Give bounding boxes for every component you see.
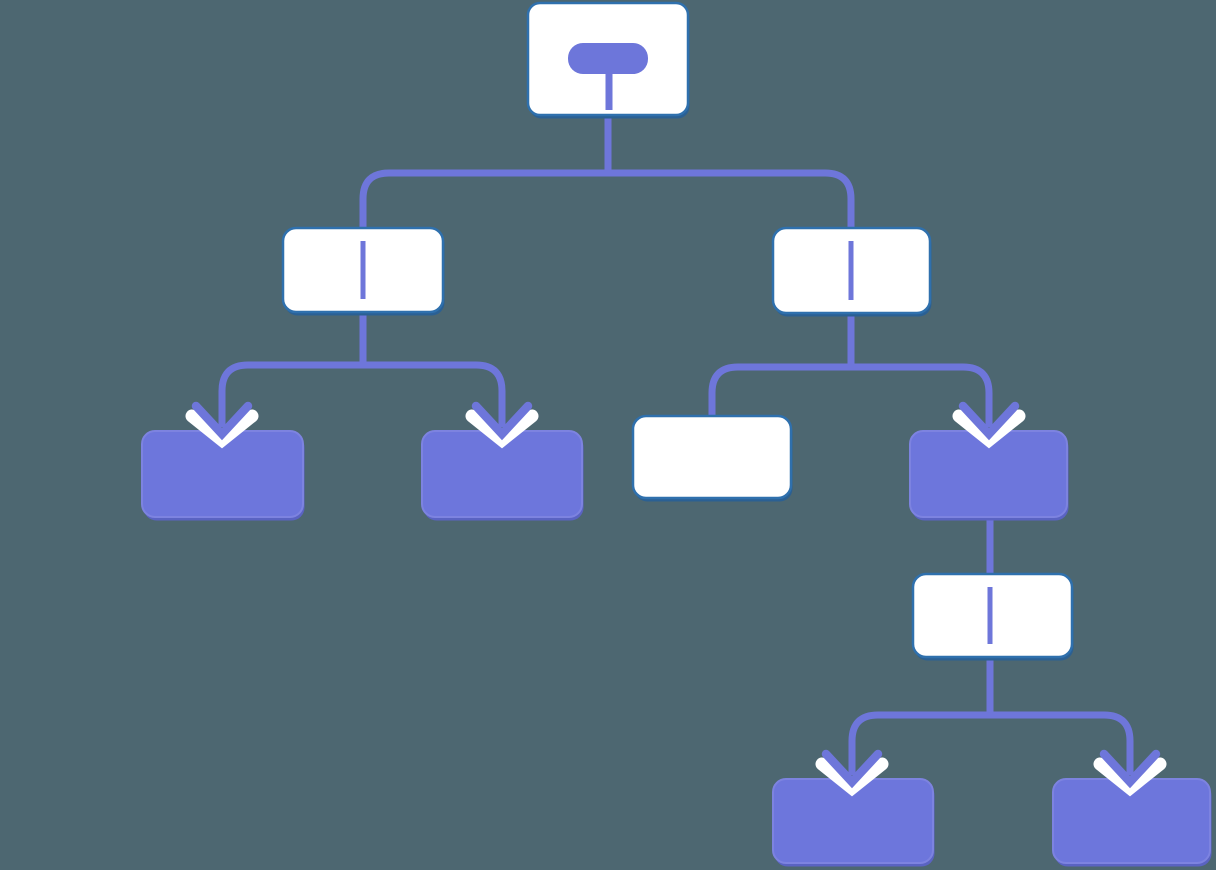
chevron-inner-purple: [471, 401, 533, 441]
connector-edge-right: [708, 311, 993, 427]
leaf-6-node-group: [1052, 778, 1212, 867]
chevron-inner-purple: [958, 401, 1020, 441]
connector-edge-root: [359, 113, 855, 232]
edge-junction2-child1-collapse-chevron-icon[interactable]: [1093, 749, 1167, 797]
edge-junction2-child0-collapse-chevron-icon[interactable]: [815, 749, 889, 797]
edge-left-child1-collapse-chevron-icon[interactable]: [465, 401, 539, 449]
leaf-5-node-group: [772, 778, 935, 867]
edge-left-child0-collapse-chevron-icon[interactable]: [185, 401, 259, 449]
chevron-inner-purple: [1099, 749, 1161, 789]
node-4-node-group: [909, 430, 1069, 521]
junction-2-node-group: [911, 572, 1074, 661]
leaf-1-node-group: [141, 430, 305, 521]
edge-right-child1-collapse-chevron-icon[interactable]: [952, 401, 1026, 449]
leaf-3-node-box[interactable]: [631, 414, 793, 500]
chevron-inner-purple: [821, 749, 883, 789]
leaf-2-node-group: [421, 430, 584, 521]
arrow-marker-layer: [185, 401, 1167, 797]
connector-edge-left: [218, 310, 506, 427]
root-topic-pill[interactable]: [568, 43, 648, 74]
node-internal-layer: [360, 43, 993, 644]
connector-edge-junction2: [848, 655, 1134, 775]
chevron-inner-purple: [191, 401, 253, 441]
leaf-3-node-group: [631, 414, 793, 502]
connector-layer: [218, 113, 1134, 775]
